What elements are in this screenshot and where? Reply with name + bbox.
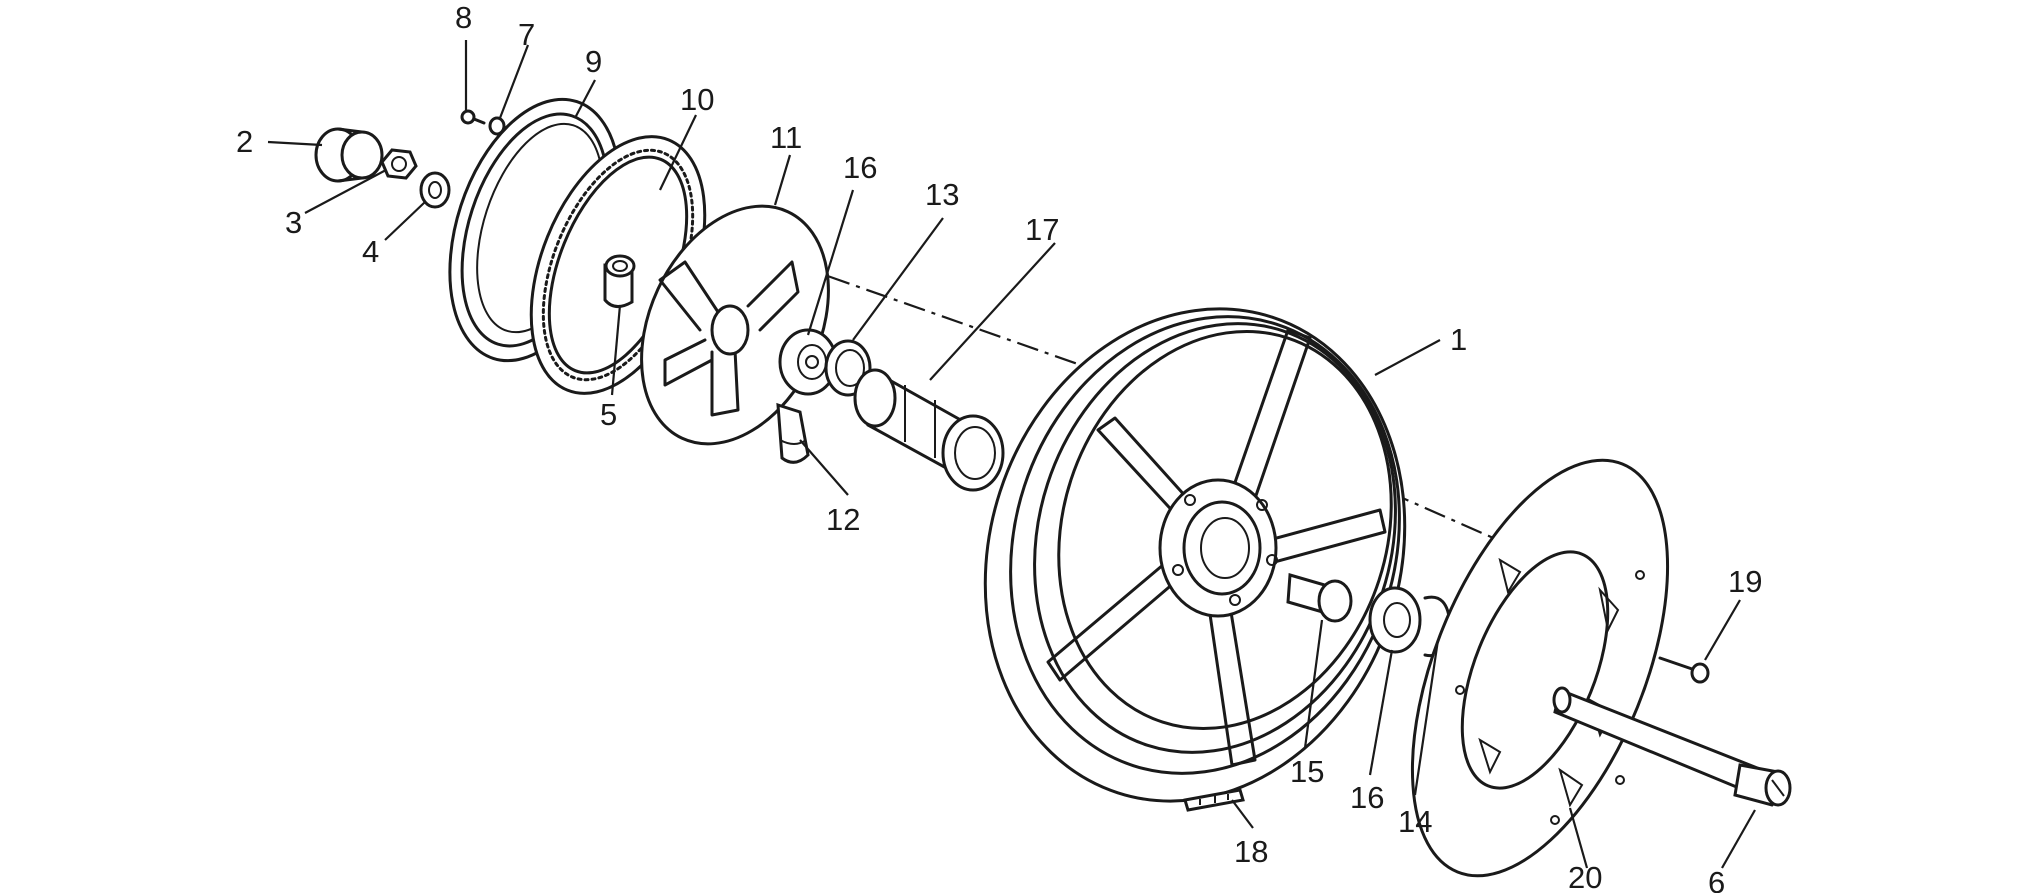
callout-7: 7 <box>518 17 535 52</box>
callout-12: 12 <box>826 502 860 537</box>
part-1-wheel <box>983 307 1407 803</box>
callout-1: 1 <box>1450 322 1467 357</box>
part-5-bush <box>603 254 636 308</box>
part-19-disc-bolt <box>1658 656 1710 684</box>
callout-6: 6 <box>1708 865 1725 893</box>
callout-8: 8 <box>455 0 472 35</box>
part-15-spacer <box>1286 573 1353 623</box>
part-6-spindle <box>1552 686 1792 807</box>
callout-2: 2 <box>236 124 253 159</box>
callout-14: 14 <box>1398 804 1432 839</box>
callout-13: 13 <box>925 177 959 212</box>
part-12-rubber-block <box>776 402 810 464</box>
callout-20: 20 <box>1568 860 1602 893</box>
callout-10: 10 <box>680 82 714 117</box>
part-2-spacer <box>314 127 384 183</box>
callout-18: 18 <box>1234 834 1268 869</box>
callout-15: 15 <box>1290 754 1324 789</box>
part-7-washer <box>488 116 506 136</box>
part-4-washer <box>419 171 451 209</box>
callout-19: 19 <box>1728 564 1762 599</box>
part-3-nut <box>380 148 418 180</box>
leader-lines <box>267 40 1756 869</box>
part-20-brake-disc <box>1410 458 1670 878</box>
callout-9: 9 <box>585 44 602 79</box>
callout-labels: 2 3 4 8 7 9 10 11 16 13 17 5 12 1 15 16 … <box>236 0 1762 893</box>
callout-4: 4 <box>362 234 379 269</box>
callout-5: 5 <box>600 397 617 432</box>
callout-17: 17 <box>1025 212 1059 247</box>
part-17-spacer-tube <box>853 368 1005 492</box>
part-11-drive-disc <box>640 204 830 446</box>
part-18-weights <box>1183 788 1245 812</box>
callout-16-left: 16 <box>843 150 877 185</box>
callout-3: 3 <box>285 205 302 240</box>
callout-16-right: 16 <box>1350 780 1384 815</box>
part-8-screw <box>460 109 486 125</box>
part-16-bearing-right <box>1368 586 1422 654</box>
callout-11: 11 <box>770 120 802 155</box>
